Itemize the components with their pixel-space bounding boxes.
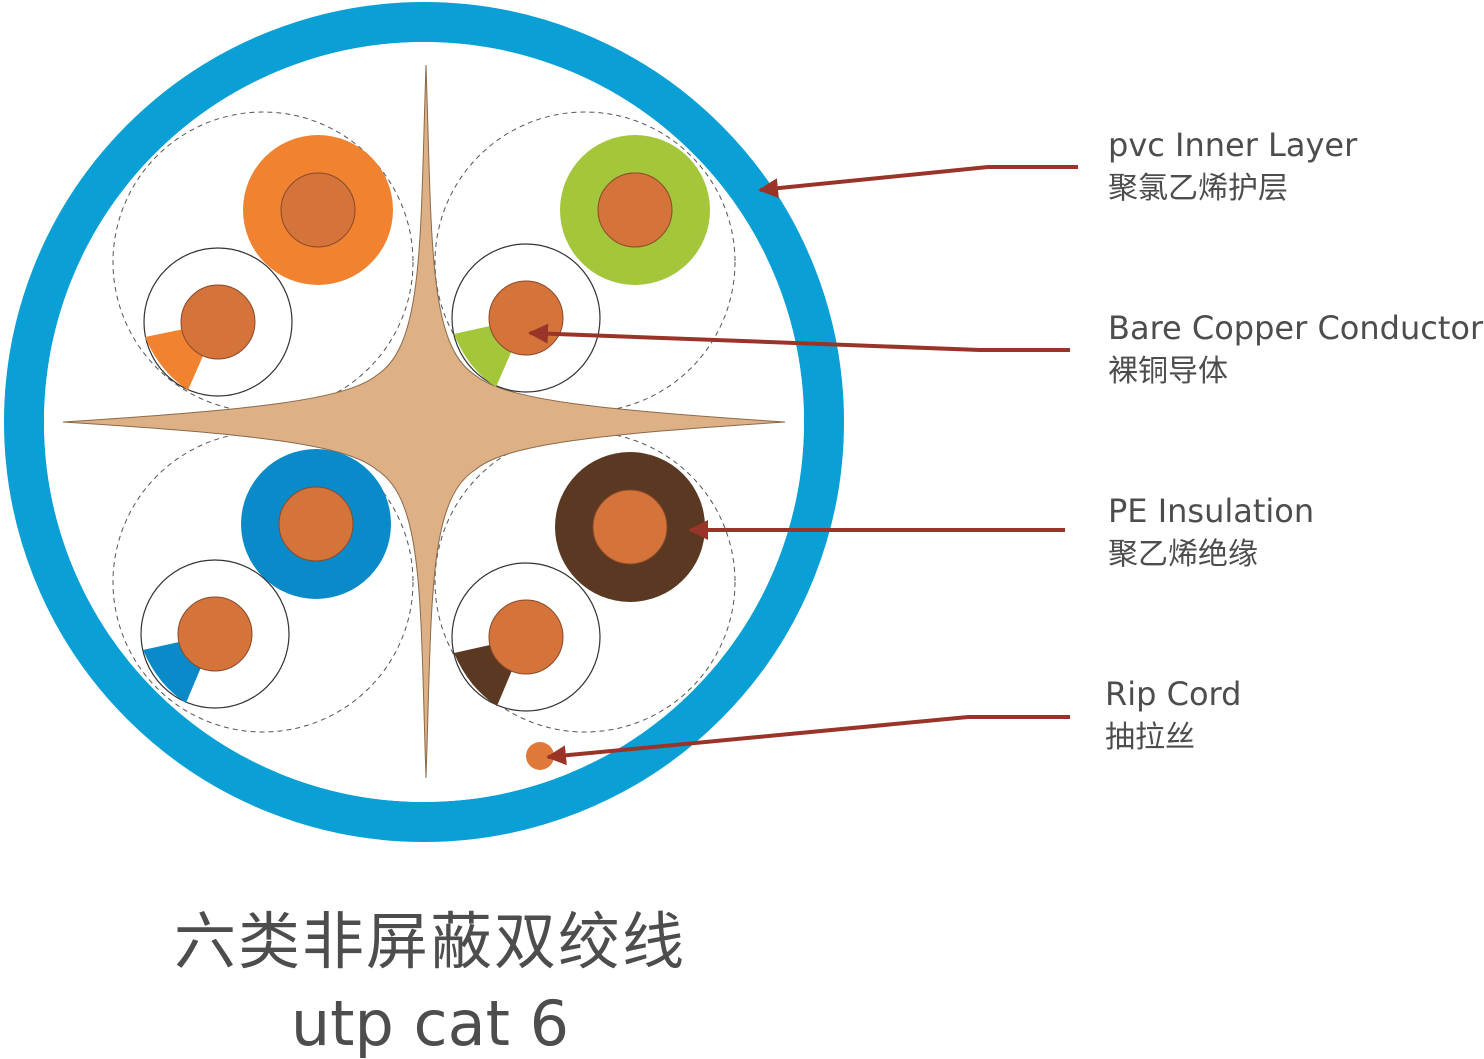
arrow-rip <box>546 715 1070 766</box>
arrow-pvc <box>758 165 1078 199</box>
arrow-copper <box>528 323 1070 352</box>
label-copper-en: Bare Copper Conductor <box>1108 309 1484 347</box>
label-pe-cn: 聚乙烯绝缘 <box>1108 537 1258 572</box>
diagram-caption: 六类非屏蔽双绞线 utp cat 6 <box>0 900 860 1059</box>
label-copper: Bare Copper Conductor 裸铜导体 <box>1108 306 1483 394</box>
label-pe-en: PE Insulation <box>1108 492 1315 530</box>
wire-green-conductor <box>597 172 673 248</box>
label-pvc-cn: 聚氯乙烯护层 <box>1108 171 1288 206</box>
label-copper-cn: 裸铜导体 <box>1108 354 1228 389</box>
wire-white-brown-conductor <box>488 599 564 675</box>
caption-en: utp cat 6 <box>290 987 570 1059</box>
wire-white-orange-conductor <box>180 284 256 360</box>
wire-blue-conductor <box>278 486 354 562</box>
caption-cn: 六类非屏蔽双绞线 <box>173 905 686 978</box>
label-pvc-en: pvc Inner Layer <box>1108 126 1358 164</box>
leader-arrows <box>528 165 1078 766</box>
wire-white-blue-conductor <box>177 596 253 672</box>
label-pe: PE Insulation 聚乙烯绝缘 <box>1108 489 1314 577</box>
pair-blue <box>140 449 391 709</box>
wire-white-green-conductor <box>488 280 564 356</box>
label-rip: Rip Cord 抽拉丝 <box>1105 672 1241 760</box>
label-pvc: pvc Inner Layer 聚氯乙烯护层 <box>1108 123 1357 211</box>
pair-brown <box>451 452 705 712</box>
wire-brown-conductor <box>592 489 668 565</box>
pair-green <box>451 135 710 393</box>
label-rip-cn: 抽拉丝 <box>1105 720 1195 755</box>
pair-orange <box>143 135 393 397</box>
wire-orange-conductor <box>280 172 356 248</box>
label-rip-en: Rip Cord <box>1105 675 1242 713</box>
pvc-jacket <box>4 2 844 842</box>
cross-filler <box>62 64 786 779</box>
